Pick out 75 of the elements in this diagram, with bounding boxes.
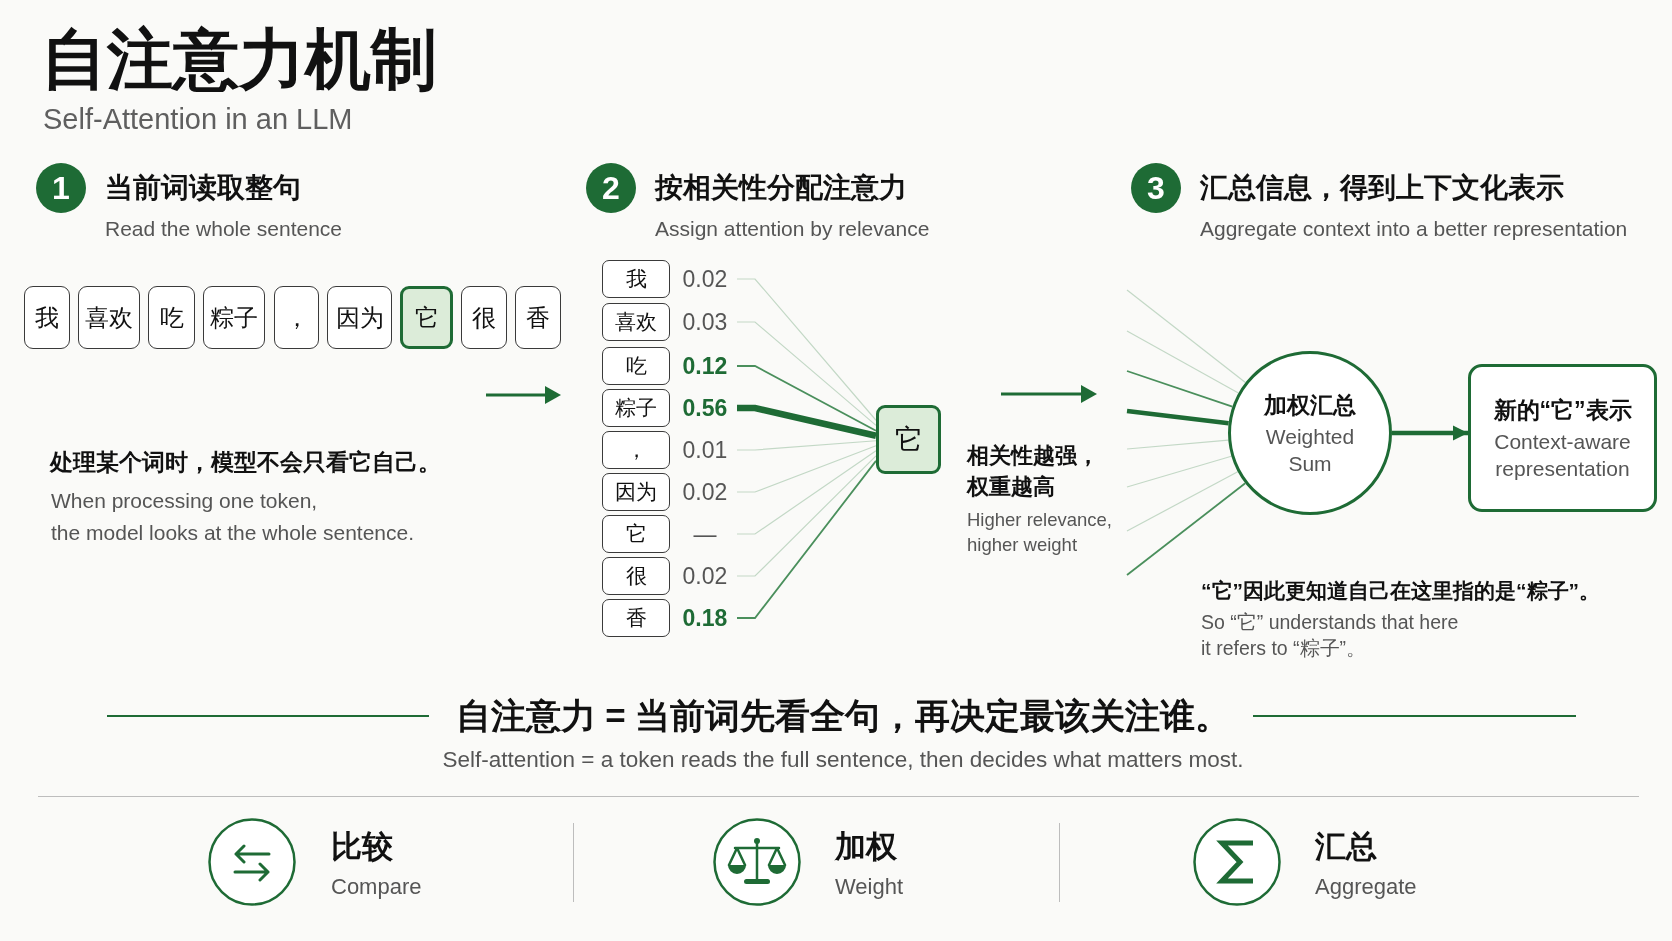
summary-heading: 自注意力 = 当前词先看全句，再决定最该关注谁。 — [455, 695, 1231, 737]
token-box: 喜欢 — [602, 303, 670, 341]
connector-line — [1126, 471, 1239, 532]
connector-line — [736, 440, 877, 451]
step-subtitle: Aggregate context into a better representation — [1200, 216, 1628, 242]
weight-value: — — [693, 520, 717, 548]
weight-value: 0.02 — [682, 478, 728, 506]
token-box: 粽子 — [602, 389, 670, 427]
feature-title: 汇总 — [1315, 827, 1377, 866]
connector-line — [1126, 370, 1234, 408]
note-heading: 相关性越强，权重越高 — [967, 441, 1100, 501]
weight-value: 0.03 — [682, 308, 728, 336]
token-box: 很 — [461, 286, 507, 349]
token-box: 它 — [400, 286, 453, 349]
feature-caption: Weight — [835, 873, 904, 901]
connector-line — [1126, 289, 1246, 384]
connector-line — [736, 445, 877, 493]
note-heading: 处理某个词时，模型不会只看它自己。 — [50, 447, 441, 477]
connector-line — [736, 321, 877, 426]
node-title: 新的“它”表示 — [1493, 396, 1632, 425]
step-number: 3 — [1131, 163, 1181, 213]
note-heading: “它”因此更知道自己在这里指的是“粽子”。 — [1201, 578, 1600, 604]
token-box: ， — [274, 286, 319, 349]
summary-text: Self-attention = a token reads the full sentence, then decides what matters most. — [442, 746, 1244, 774]
node-subtitle: Context-aware representation — [1494, 429, 1631, 482]
connector-line — [736, 365, 877, 432]
step-subtitle: Assign attention by relevance — [655, 216, 930, 242]
note-text: When processing one token, the model looks at the whole sentence. — [51, 488, 415, 546]
feature-title: 加权 — [835, 827, 897, 866]
result-box — [1468, 364, 1657, 512]
token-box: 因为 — [327, 286, 392, 349]
weight-value: 0.01 — [682, 436, 728, 464]
token-box: 香 — [515, 286, 561, 349]
token-box: 它 — [602, 515, 670, 553]
node-subtitle: Weighted Sum — [1265, 424, 1355, 477]
token-box: ， — [602, 431, 670, 469]
token-box: 很 — [602, 557, 670, 595]
weight-value: 0.56 — [682, 394, 728, 422]
note-text: So “它” understands that here it refers to “粽子”。 — [1201, 610, 1459, 661]
arrow — [1392, 425, 1468, 441]
step-number: 1 — [36, 163, 86, 213]
feature-caption: Compare — [331, 873, 422, 901]
connector-line — [736, 450, 877, 535]
connector-line — [736, 278, 877, 421]
feature-title: 比较 — [331, 827, 393, 866]
token-box: 吃 — [148, 286, 195, 349]
step-number: 2 — [586, 163, 636, 213]
step-heading: 当前词读取整句 — [105, 171, 301, 205]
weight-value: 0.12 — [682, 352, 728, 380]
step-heading: 汇总信息，得到上下文化表示 — [1200, 171, 1564, 205]
weight-value: 0.02 — [682, 265, 728, 293]
token-box: 喜欢 — [78, 286, 140, 349]
feature-caption: Aggregate — [1315, 873, 1417, 901]
connector-line — [1126, 408, 1229, 426]
connector-line — [1126, 330, 1239, 394]
token-box: 吃 — [602, 347, 670, 385]
connector-line — [736, 455, 877, 577]
step-heading: 按相关性分配注意力 — [655, 171, 907, 205]
token-box: 因为 — [602, 473, 670, 511]
connector-line — [1126, 455, 1232, 488]
node-title: 加权汇总 — [1264, 391, 1356, 420]
token-box: 香 — [602, 599, 670, 637]
connector-line — [1126, 482, 1247, 576]
token-box: 它 — [876, 405, 941, 474]
subtitle: Self-Attention in an LLM — [43, 102, 353, 137]
token-box: 我 — [602, 260, 670, 298]
connector-line — [1126, 439, 1229, 450]
title: 自注意力机制 — [41, 24, 437, 94]
token-box: 粽子 — [203, 286, 265, 349]
weight-value: 0.02 — [682, 562, 728, 590]
weight-value: 0.18 — [682, 604, 728, 632]
note-text: Higher relevance, higher weight — [967, 507, 1112, 557]
step-subtitle: Read the whole sentence — [105, 216, 342, 242]
token-box: 我 — [24, 286, 70, 349]
connector-line — [736, 460, 877, 619]
